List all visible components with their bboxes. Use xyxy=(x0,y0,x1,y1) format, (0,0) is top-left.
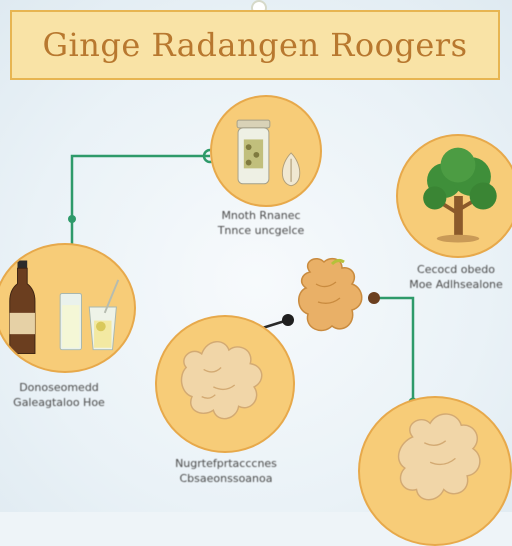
caption-line: Nugrtefprtacccnes xyxy=(175,457,277,470)
jar-icon xyxy=(236,119,301,187)
seed-icon xyxy=(281,152,301,187)
connector-dot xyxy=(282,314,294,326)
connector-jar-to-drinks xyxy=(70,154,210,276)
connector-dot xyxy=(368,292,380,304)
jar-node xyxy=(210,95,322,207)
ginger-bottom-node xyxy=(358,396,512,546)
caption-line: Donoseomedd xyxy=(19,381,99,394)
lemon-glass-icon xyxy=(88,279,120,351)
ginger-root-illustration xyxy=(298,257,363,332)
caption-line: Cbsaeonssoanoa xyxy=(179,472,273,485)
drinks-illustration xyxy=(9,260,120,355)
drinks-node xyxy=(0,243,136,373)
connector-root-to-bottom xyxy=(372,296,415,402)
tree-icon xyxy=(423,147,497,243)
caption-line: Galeagtaloo Hoe xyxy=(13,396,105,409)
ginger-root-node xyxy=(155,315,295,453)
title-banner: Ginge Radangen Roogers xyxy=(10,10,500,80)
glass-icon xyxy=(59,292,82,351)
caption-line: Mnoth Rnanec xyxy=(221,209,301,222)
ginger-root-caption: Nugrtefprtacccnes Cbsaeonssoanoa xyxy=(156,456,296,486)
caption-line: Moe Adlhsealone xyxy=(409,278,503,291)
tree-node xyxy=(396,134,512,258)
caption-line: Tnnce uncgelce xyxy=(217,224,305,237)
drinks-caption: Donoseomedd Galeagtaloo Hoe xyxy=(0,380,118,410)
ginger-root-icon xyxy=(397,413,481,501)
connector-dot xyxy=(68,215,76,223)
ginger-root-icon xyxy=(180,341,263,420)
jar-caption: Mnoth Rnanec Tnnce uncgelce xyxy=(196,208,326,238)
caption-line: Cecocd obedo xyxy=(417,263,495,276)
tree-caption: Cecocd obedo Moe Adlhsealone xyxy=(396,262,512,292)
bottle-icon xyxy=(9,260,36,355)
page-title: Ginge Radangen Roogers xyxy=(42,26,468,64)
